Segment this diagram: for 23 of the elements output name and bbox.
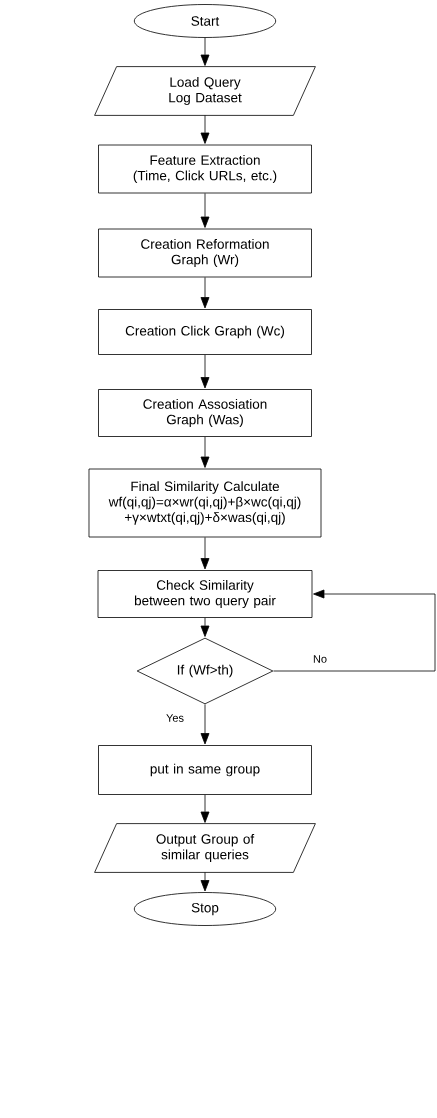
arrow bbox=[200, 115, 210, 144]
arrow bbox=[200, 37, 210, 66]
io-parallelogram: Output Group of similar queries bbox=[94, 823, 316, 873]
process-box: Creation Assosiation Graph (Was) bbox=[98, 389, 312, 437]
arrow bbox=[200, 436, 210, 468]
process-box: Creation Click Graph (Wc) bbox=[98, 309, 312, 355]
arrow bbox=[273, 589, 436, 672]
arrow bbox=[200, 193, 210, 228]
edge-label: Yes bbox=[166, 714, 184, 722]
process-box: put in same group bbox=[98, 745, 312, 795]
edge-label: No bbox=[313, 655, 327, 663]
process-box: Creation Reformation Graph (Wr) bbox=[98, 228, 312, 278]
arrow bbox=[200, 704, 210, 745]
arrow bbox=[200, 277, 210, 309]
arrow bbox=[200, 617, 210, 637]
process-box: Feature Extraction (Time, Click URLs, etc.) bbox=[98, 144, 312, 194]
arrow bbox=[200, 794, 210, 823]
process-box: Check Similarity between two query pair bbox=[97, 570, 313, 618]
arrow bbox=[200, 872, 210, 892]
io-parallelogram: Load Query Log Dataset bbox=[94, 66, 316, 116]
arrow bbox=[200, 537, 210, 570]
process-box: Final Similarity Calculate wf(qi,qj)=α×wr(qi,qj)+β×wc(qi,qj) +γ×wtxt(qi,qj)+δ×was(qi,qj) bbox=[88, 468, 322, 538]
arrow bbox=[200, 354, 210, 389]
